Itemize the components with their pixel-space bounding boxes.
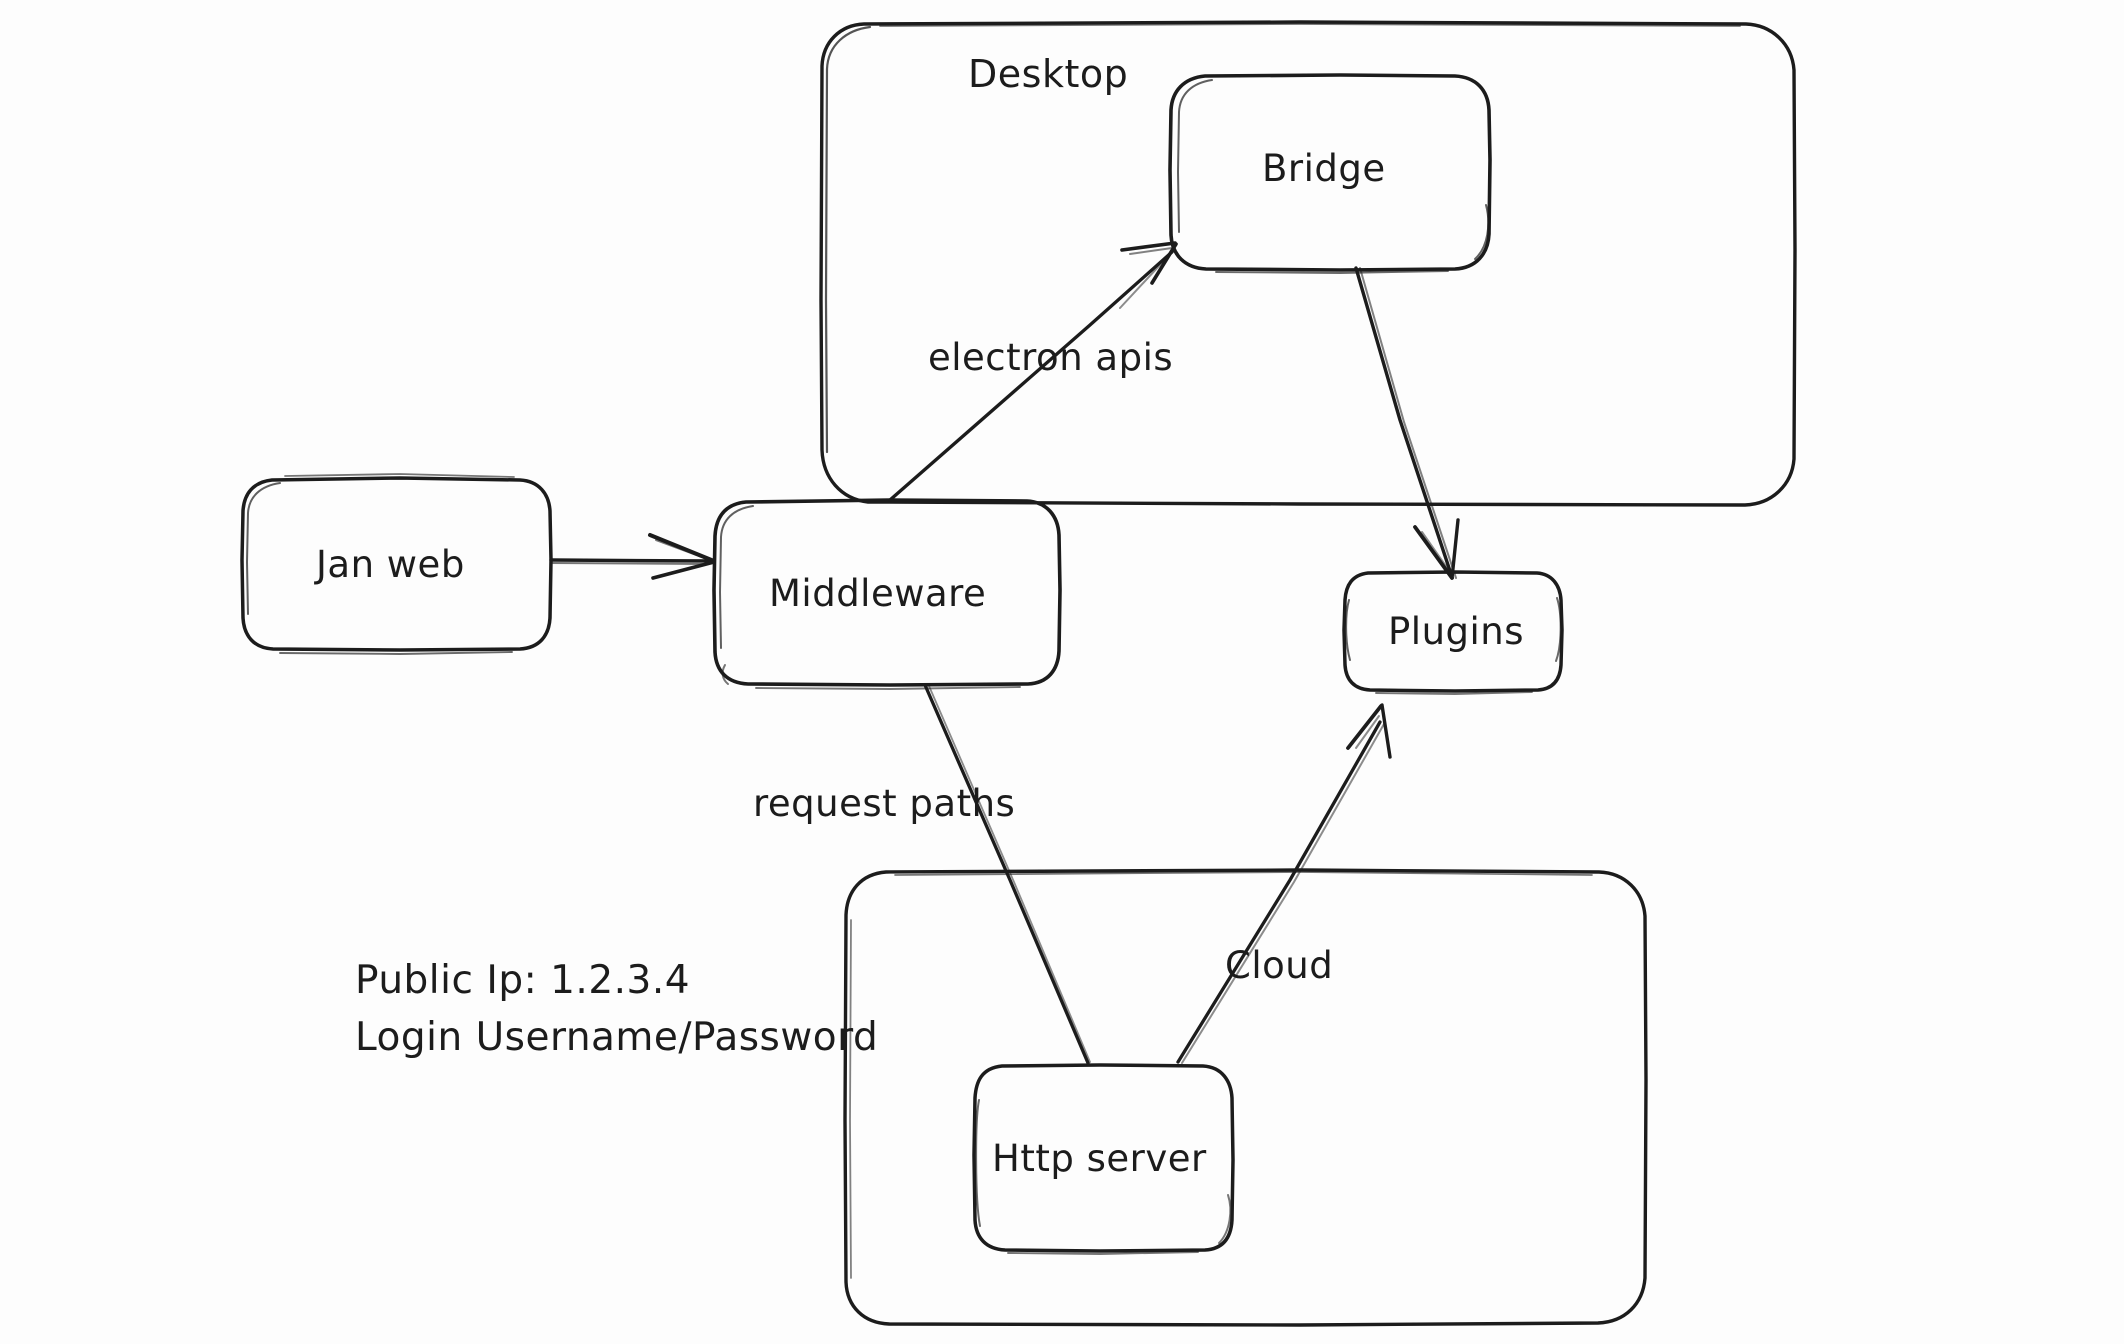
edge-janweb-to-middleware: [549, 533, 716, 580]
edge-middleware-to-httpserver: [923, 683, 1091, 1065]
node-label-http-server[interactable]: Http server: [992, 1137, 1207, 1180]
group-desktop-outline: [819, 20, 1797, 507]
group-label-desktop: Desktop: [968, 52, 1129, 96]
note-login-credentials: Login Username/Password: [355, 1015, 879, 1060]
node-middleware-outline: [712, 498, 1062, 690]
node-label-plugins[interactable]: Plugins: [1388, 610, 1525, 653]
node-janweb-outline: [240, 473, 553, 655]
edge-httpserver-to-plugins: [1176, 703, 1392, 1064]
node-label-bridge[interactable]: Bridge: [1262, 147, 1386, 190]
edge-label-electron-apis: electron apis: [928, 336, 1174, 379]
note-public-ip: Public Ip: 1.2.3.4: [355, 958, 691, 1003]
edge-label-request-paths: request paths: [753, 782, 1016, 825]
edge-bridge-to-plugins: [1354, 266, 1460, 580]
edge-label-cloud: Cloud: [1225, 944, 1334, 987]
node-label-middleware[interactable]: Middleware: [769, 572, 987, 615]
node-plugins-outline: [1342, 570, 1564, 695]
group-cloud-outline: [843, 868, 1648, 1327]
node-bridge-outline: [1168, 73, 1492, 274]
node-httpserver-outline: [972, 1063, 1235, 1255]
edge-middleware-to-bridge: [888, 241, 1178, 502]
node-label-jan-web[interactable]: Jan web: [316, 543, 465, 586]
